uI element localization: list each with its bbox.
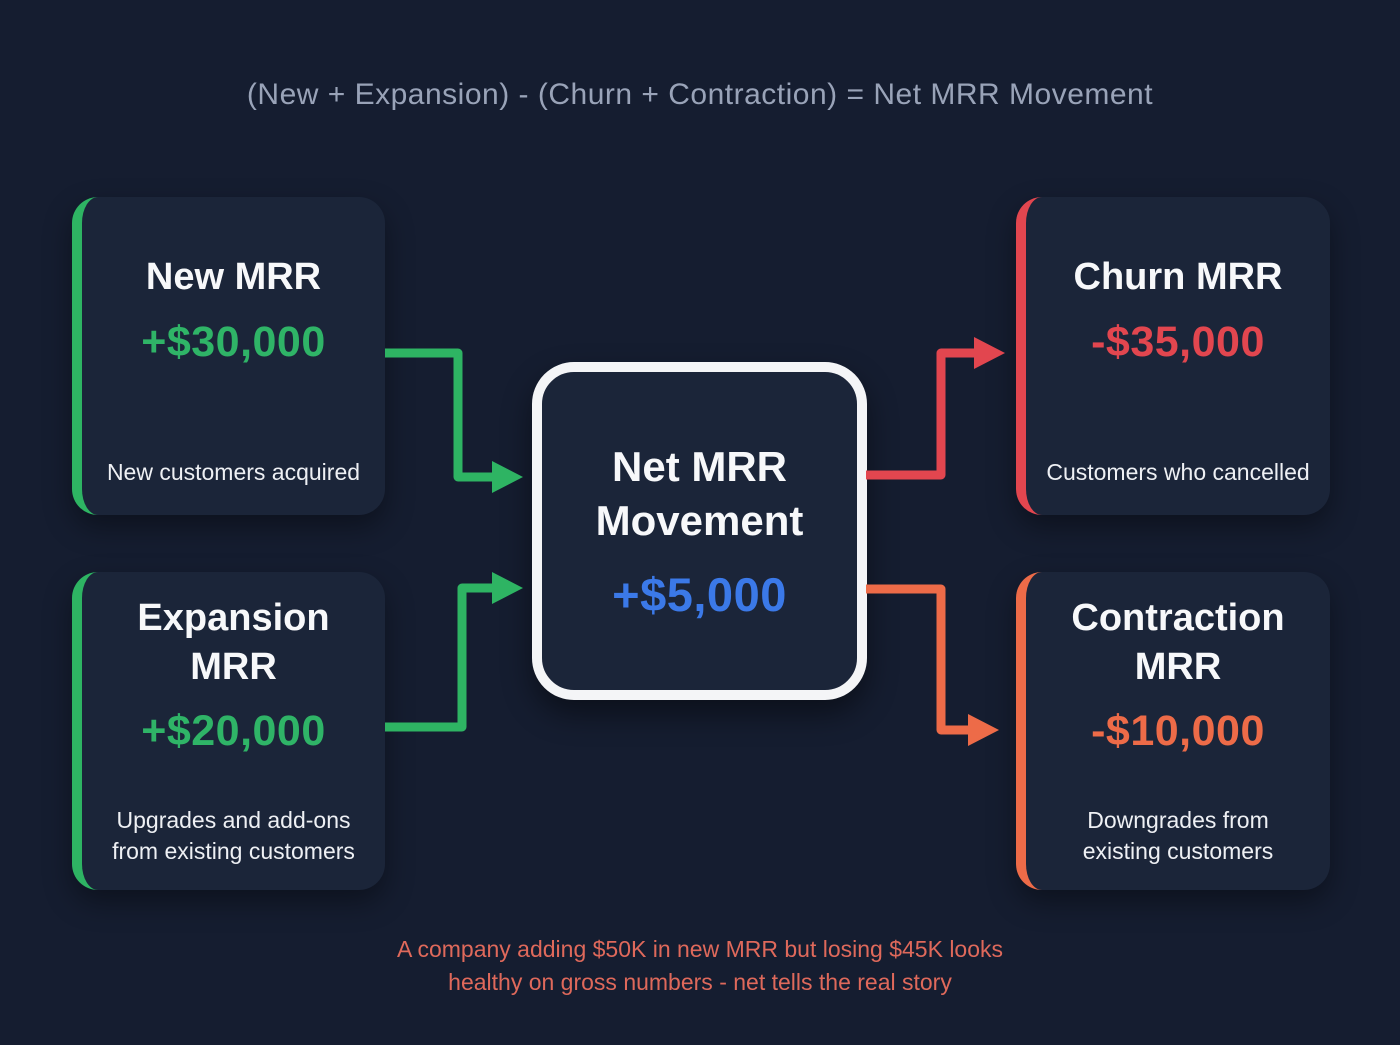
arrow-head-icon [968,714,999,746]
footnote-line-1: A company adding $50K in new MRR but los… [396,936,1004,962]
net-mrr-movement-value: +$5,000 [612,568,787,622]
new-mrr-card: New MRR +$30,000 New customers acquired [72,197,385,515]
churn-mrr-description: Customers who cancelled [1046,458,1310,485]
expansion-mrr-title: Expansion MRR [137,596,330,688]
formula-title: (New + Expansion) - (Churn + Contraction… [246,78,1154,111]
churn-mrr-value: -$35,000 [1091,317,1265,366]
expansion-mrr-card: Expansion MRR +$20,000 Upgrades and add-… [72,572,385,890]
expansion-mrr-value: +$20,000 [141,707,326,756]
arrow-head-icon [974,337,1005,369]
arrow-new-to-net [385,348,523,493]
churn-mrr-title: Churn MRR [1073,256,1283,299]
contraction-mrr-value: -$10,000 [1091,707,1265,756]
net-mrr-movement-card: Net MRR Movement +$5,000 [532,362,867,700]
arrow-net-to-contraction [866,584,999,746]
new-mrr-title: New MRR [145,256,322,299]
expansion-mrr-description: Upgrades and add-ons from existing custo… [112,807,355,864]
footnote-line-2: healthy on gross numbers - net tells the… [448,969,952,996]
arrow-head-icon [492,572,523,604]
net-mrr-movement-title: Net MRR Movement [595,442,804,544]
churn-mrr-card: Churn MRR -$35,000 Customers who cancell… [1016,197,1330,515]
contraction-mrr-title: Contraction MRR [1071,596,1285,688]
contraction-mrr-card: Contraction MRR -$10,000 Downgrades from… [1016,572,1330,890]
footnote: A company adding $50K in new MRR but los… [0,933,1400,1000]
arrow-expansion-to-net [385,572,523,732]
new-mrr-value: +$30,000 [141,317,326,366]
new-mrr-description: New customers acquired [106,458,361,485]
arrow-net-to-churn [866,337,1005,480]
contraction-mrr-description: Downgrades from existing customers [1082,807,1274,864]
arrow-head-icon [492,461,523,493]
